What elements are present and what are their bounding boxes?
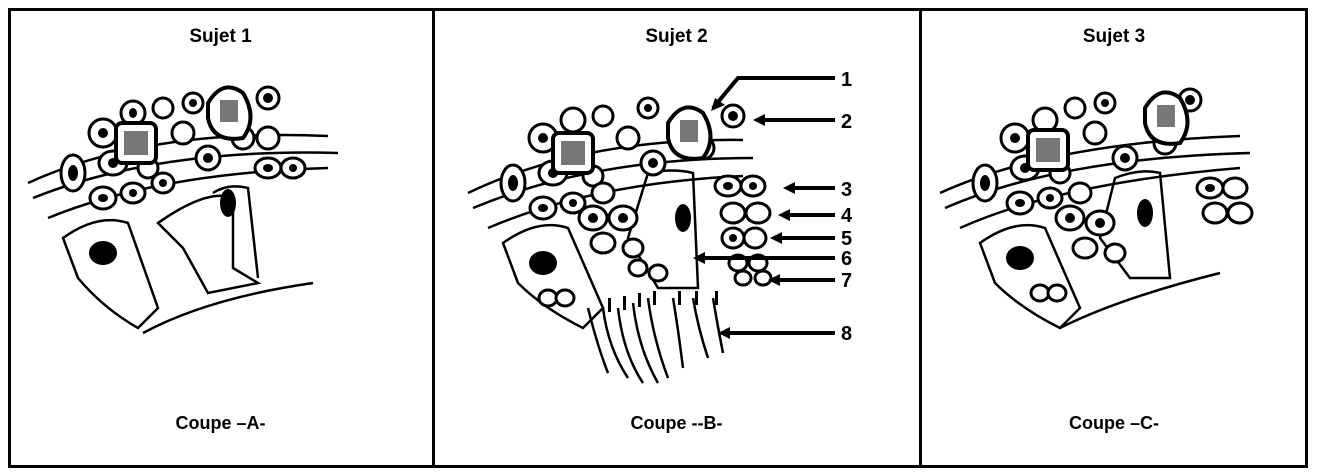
- structure-label-8: 8: [841, 323, 852, 345]
- panel-caption: Coupe –A-: [8, 413, 433, 434]
- panel-sujet-2: Sujet 2: [433, 8, 920, 468]
- structure-label-5: 5: [841, 228, 852, 250]
- structure-label-7: 7: [841, 270, 852, 292]
- panel-sujet-1: Sujet 1: [8, 8, 433, 468]
- structure-label-2: 2: [841, 111, 852, 133]
- structure-label-3: 3: [841, 179, 852, 201]
- structure-label-4: 4: [841, 205, 853, 227]
- seminiferous-tubule-section-c: [920, 8, 1308, 468]
- seminiferous-tubule-section-b: 1 2 3 4 5 6 7 8: [433, 8, 920, 468]
- structure-label-1: 1: [841, 69, 852, 91]
- seminiferous-tubule-section-a: [8, 8, 433, 468]
- structure-label-6: 6: [841, 248, 852, 270]
- panel-sujet-3: Sujet 3: [920, 8, 1308, 468]
- panel-caption: Coupe –C-: [920, 413, 1308, 434]
- panel-caption: Coupe --B-: [433, 413, 920, 434]
